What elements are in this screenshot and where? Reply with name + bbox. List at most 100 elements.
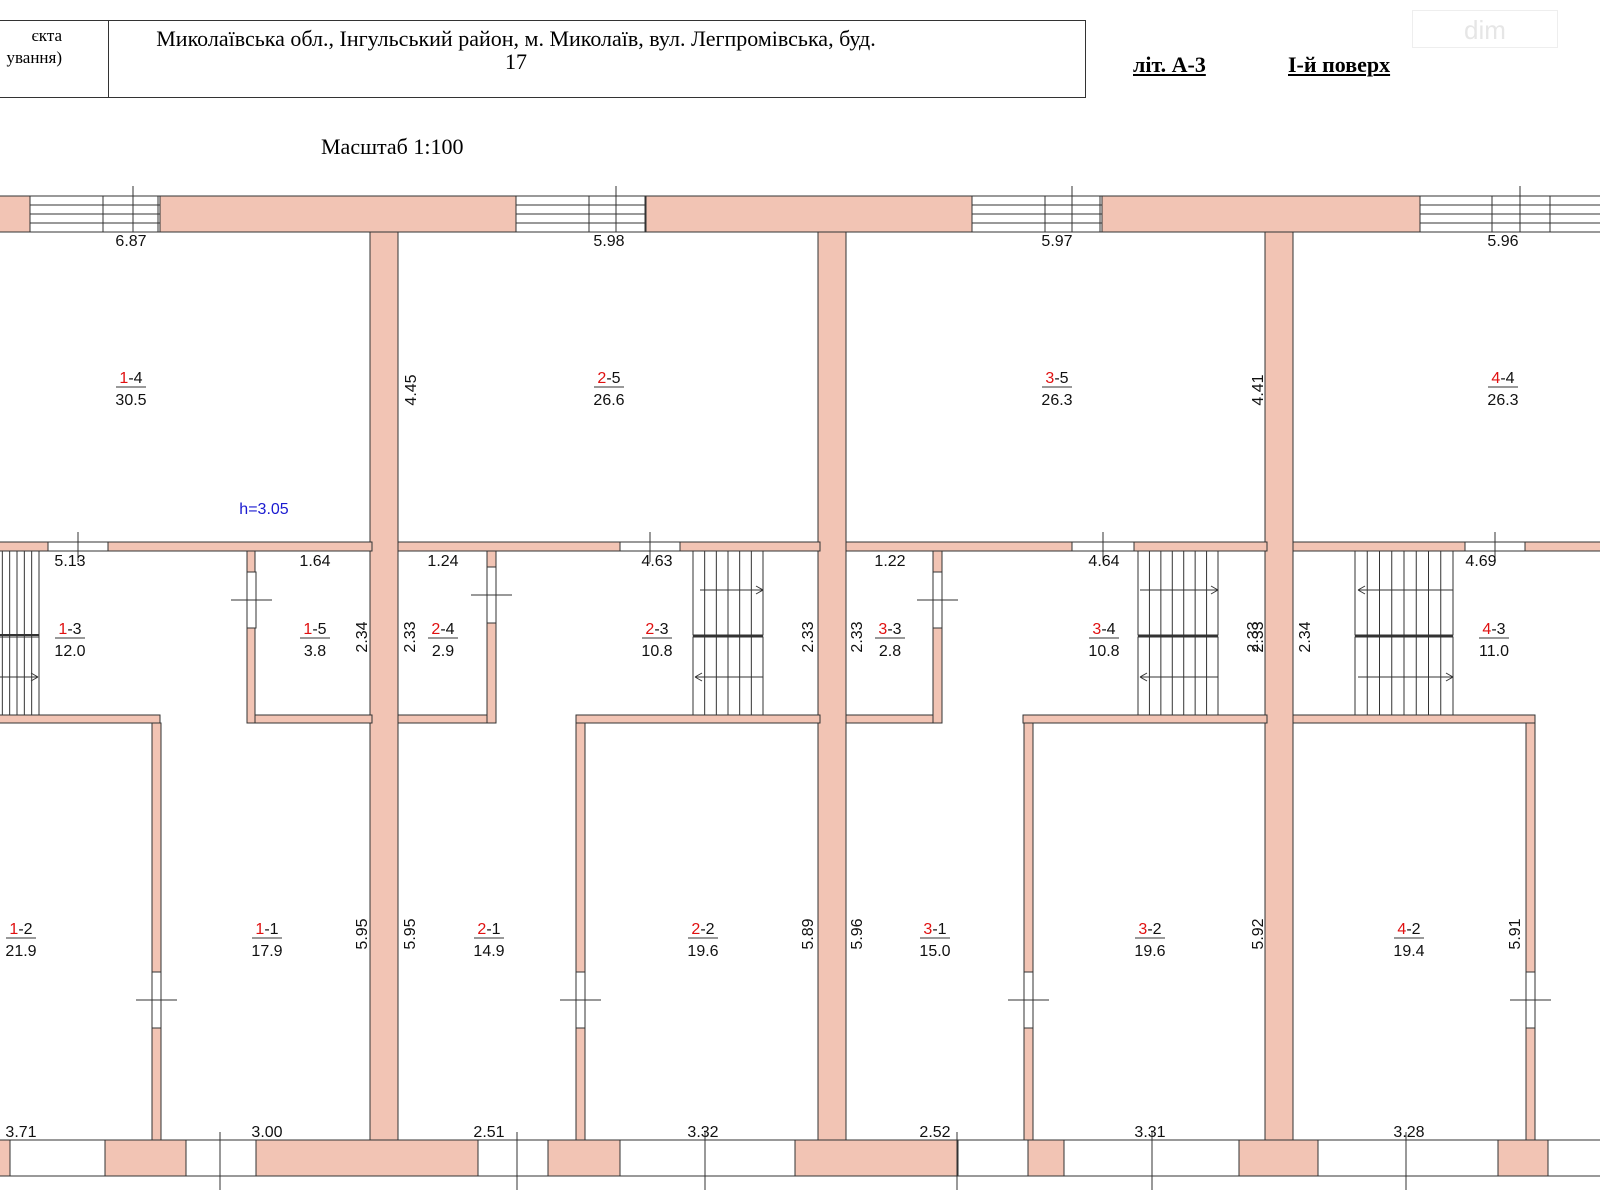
wall: [0, 195, 1600, 233]
wall: [1525, 722, 1536, 1141]
room-id: 1-1: [255, 921, 278, 938]
room-id: 4-4: [1491, 370, 1514, 387]
window: [957, 1139, 1029, 1177]
room-id-suffix: -5: [312, 621, 326, 638]
window: [619, 1139, 796, 1177]
dimension-label: 4.63: [641, 553, 672, 570]
room-area: 26.3: [1487, 392, 1518, 409]
room-area: 30.5: [115, 392, 146, 409]
dimension-label-vertical: 5.92: [1250, 918, 1267, 949]
dimension-label: 6.87: [115, 233, 146, 250]
dimension-label-vertical: 2.33: [849, 621, 866, 652]
header-box: єкта ування) Миколаївська обл., Інгульсь…: [0, 20, 1086, 98]
dimension-label: 5.13: [54, 553, 85, 570]
room-area: 2.8: [879, 643, 901, 660]
room-id-number: 3: [1138, 921, 1147, 938]
room-area: 26.6: [593, 392, 624, 409]
room-area: 19.6: [1134, 943, 1165, 960]
walls: [0, 195, 1600, 1177]
dimension-label-vertical: 5.95: [354, 918, 371, 949]
room-id-number: 3: [923, 921, 932, 938]
wall: [1022, 714, 1268, 724]
stair-arrowhead: [755, 585, 764, 591]
stair-arrowhead: [1210, 589, 1219, 595]
room-id-suffix: -1: [486, 921, 500, 938]
room-id-number: 1: [58, 621, 67, 638]
stair-arrowhead: [1139, 672, 1148, 678]
dimension-label-vertical: 4.45: [403, 374, 420, 405]
room-id: 4-3: [1482, 621, 1505, 638]
window: [185, 1139, 257, 1177]
room-id: 3-3: [878, 621, 901, 638]
room-id-number: 4: [1482, 621, 1491, 638]
room-id-suffix: -3: [887, 621, 901, 638]
room-area: 21.9: [5, 943, 36, 960]
room-id-number: 2: [691, 921, 700, 938]
watermark-logo: dim: [1412, 10, 1558, 48]
dimension-label-vertical: 5.91: [1507, 918, 1524, 949]
wall: [1023, 722, 1034, 1141]
wall: [817, 231, 847, 1141]
wall: [247, 714, 373, 724]
stair-arrowhead: [694, 676, 703, 682]
room-id-suffix: -3: [654, 621, 668, 638]
room-id-number: 4: [1397, 921, 1406, 938]
address-line-1: Миколаївська обл., Інгульський район, м.…: [156, 26, 876, 51]
room-id-number: 1: [9, 921, 18, 938]
room-id: 1-3: [58, 621, 81, 638]
wall: [0, 541, 373, 552]
address: Миколаївська обл., Інгульський район, м.…: [111, 27, 921, 73]
room-id-number: 1: [255, 921, 264, 938]
dimension-label: 5.98: [593, 233, 624, 250]
stair-arrowhead: [755, 589, 764, 595]
room-area: 15.0: [919, 943, 950, 960]
dimension-label: 5.97: [1041, 233, 1072, 250]
room-id: 1-4: [119, 370, 142, 387]
room-id-suffix: -4: [1101, 621, 1115, 638]
room-id-suffix: -2: [1147, 921, 1161, 938]
room-id-number: 2: [597, 370, 606, 387]
stair-flight: [0, 636, 40, 716]
room-id: 3-4: [1092, 621, 1115, 638]
header-left-text-2: ування): [6, 48, 62, 67]
room-area: 14.9: [473, 943, 504, 960]
scale-label: Масштаб 1:100: [321, 134, 464, 159]
wall: [1292, 714, 1536, 724]
dimension-label-vertical: 2.33: [1250, 621, 1267, 652]
wall: [845, 714, 943, 724]
dimension-label: 2.51: [473, 1124, 504, 1141]
wall: [0, 714, 161, 724]
stair-arrowhead: [1139, 676, 1148, 682]
wall: [1264, 231, 1294, 1141]
dimension-label: 3.71: [5, 1124, 36, 1141]
room-id: 1-5: [303, 621, 326, 638]
room-id-number: 2: [431, 621, 440, 638]
room-area: 10.8: [1088, 643, 1119, 660]
dimension-label-vertical: 2.34: [1297, 621, 1314, 652]
dimension-label: 5.96: [1487, 233, 1518, 250]
room-id: 2-3: [645, 621, 668, 638]
dimension-label: 4.69: [1465, 553, 1496, 570]
room-id-suffix: -1: [932, 921, 946, 938]
stair-arrowhead: [1357, 585, 1366, 591]
room-id: 3-2: [1138, 921, 1161, 938]
room-id: 2-1: [477, 921, 500, 938]
dimension-label-vertical: 2.33: [402, 621, 419, 652]
dimension-label-vertical: 2.34: [354, 621, 371, 652]
header-left-text-1: єкта: [31, 26, 62, 45]
stair-arrowhead: [1357, 589, 1366, 595]
wall: [397, 541, 821, 552]
wall: [486, 550, 497, 724]
floor-label: І-й поверх: [1288, 52, 1391, 77]
room-id-suffix: -3: [67, 621, 81, 638]
room-area: 19.6: [687, 943, 718, 960]
room-id: 2-5: [597, 370, 620, 387]
wall: [575, 714, 821, 724]
dimension-label: 1.22: [874, 553, 905, 570]
room-area: 3.8: [304, 643, 326, 660]
stair-arrowhead: [30, 672, 39, 678]
dimension-label: 1.64: [299, 553, 330, 570]
room-id: 2-4: [431, 621, 454, 638]
dimension-label: 1.24: [427, 553, 458, 570]
stair-arrowhead: [1445, 672, 1454, 678]
